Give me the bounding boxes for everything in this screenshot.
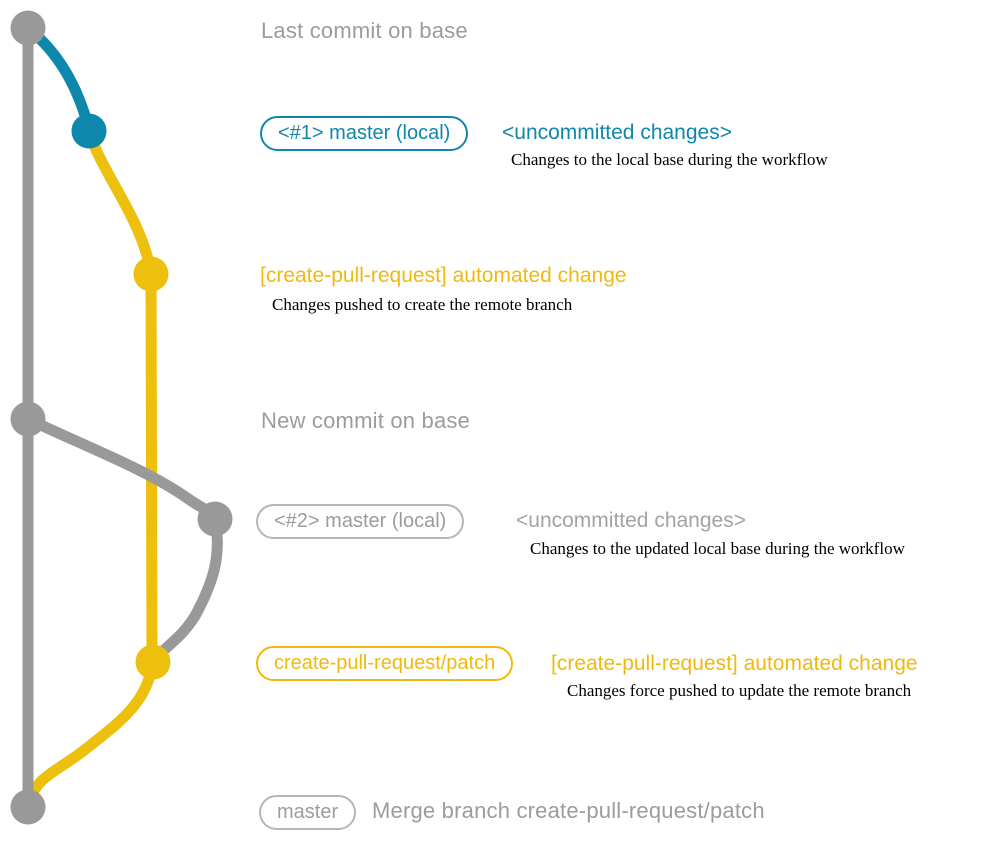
commit-node-local-master-2 — [197, 501, 233, 537]
label-uncommitted-changes-2: <uncommitted changes> — [516, 509, 746, 532]
badge-master-local-2: <#2> master (local) — [256, 504, 465, 539]
badge-create-pull-request-patch: create-pull-request/patch — [256, 646, 514, 681]
label-last-commit-on-base: Last commit on base — [261, 18, 468, 43]
badge-master: master — [259, 795, 357, 830]
edge-uncommitted-changes-2 — [25, 414, 221, 521]
detail-automated-change-2: Changes force pushed to update the remot… — [567, 681, 912, 700]
commit-node-patch-1 — [133, 256, 169, 292]
label-automated-change-1: [create-pull-request] automated change — [260, 264, 627, 287]
detail-automated-change-1: Changes pushed to create the remote bran… — [272, 295, 573, 314]
commit-node-patch-2 — [135, 644, 171, 680]
edge-uncommitted-changes-1 — [24, 23, 95, 131]
edge-rebased-patch — [149, 517, 223, 665]
commit-node-new-commit-on-base — [10, 401, 46, 437]
detail-uncommitted-changes-2: Changes to the updated local base during… — [530, 539, 905, 558]
commit-node-last-commit-on-base — [10, 10, 46, 46]
label-merge-branch: Merge branch create-pull-request/patch — [372, 798, 765, 823]
edge-patch-branch-vertical — [145, 271, 158, 664]
commit-node-local-master-1 — [71, 113, 107, 149]
edge-merge-patch-into-master — [23, 661, 159, 805]
edge-automated-change-1 — [83, 129, 156, 270]
label-uncommitted-changes-1: <uncommitted changes> — [502, 121, 732, 144]
detail-uncommitted-changes-1: Changes to the local base during the wor… — [511, 150, 828, 169]
label-automated-change-2: [create-pull-request] automated change — [551, 652, 918, 675]
commit-node-merge-commit — [10, 789, 46, 825]
badge-master-local-1: <#1> master (local) — [260, 116, 469, 151]
label-new-commit-on-base: New commit on base — [261, 408, 471, 433]
